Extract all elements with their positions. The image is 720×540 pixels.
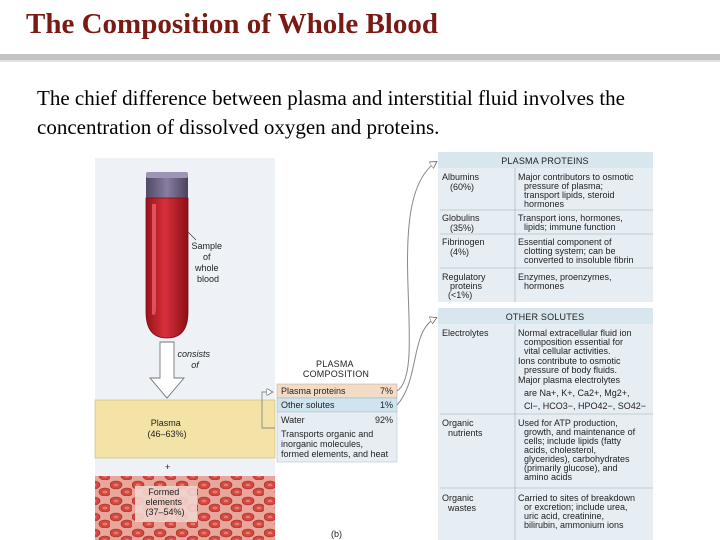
organic-nutrients-desc: Used for ATP production, growth, and mai… [518,418,638,482]
consists-label: consists of [177,349,212,370]
albumins-name: Albumins (60%) [442,172,482,192]
organic-nutrients-name: Organic nutrients [442,418,483,438]
row-other-solutes-label: Other solutes [281,400,335,410]
consists-arrow [149,341,185,399]
electrolytes-name: Electrolytes [442,328,489,338]
figure-label: (b) [331,529,342,539]
title-divider [0,54,720,60]
plasma-box [94,399,276,459]
row-plasma-proteins-value: 7% [380,386,393,396]
proteins-arrow [396,162,436,392]
regulatory-name: Regulatory proteins (<1%) [442,272,488,300]
plasma-label: Plasma (46–63%) [147,418,186,439]
test-tube [145,172,189,339]
row-water [276,411,398,463]
plasma-proteins-header: PLASMA PROTEINS [501,156,589,166]
tube-cap [146,172,188,200]
other-solutes-panel: OTHER SOLUTES Electrolytes Normal extrac… [438,308,653,540]
body-text: The chief difference between plasma and … [37,86,625,139]
globulins-name: Globulins (35%) [442,213,482,233]
formed-label: Formed elements (37–54%) [145,487,184,517]
tube-panel-right-strip [275,158,435,354]
plasma-to-composition-arrow [261,392,275,429]
row-water-value: 92% [375,415,393,425]
globulins-desc: Transport ions, hormones, lipids; immune… [518,213,625,232]
row-plasma-proteins-label: Plasma proteins [281,386,346,396]
plasma-composition-table: PLASMA COMPOSITION Plasma proteins 7% Ot… [276,359,398,463]
organic-wastes-name: Organic wastes [442,493,477,513]
other-solutes-header: OTHER SOLUTES [506,312,585,322]
slide-title: The Composition of Whole Blood [26,8,438,40]
regulatory-desc: Enzymes, proenzymes, hormones [518,272,614,291]
sample-label: Sample of whole blood [191,241,224,284]
row-other-solutes-value: 1% [380,400,393,410]
albumins-desc: Major contributors to osmotic pressure o… [518,172,636,209]
plus-sign: + [165,462,170,472]
tube-glass [145,197,189,339]
plasma-proteins-panel: PLASMA PROTEINS Albumins (60%) Major con… [438,152,653,302]
fibrinogen-desc: Essential component of clotting system; … [518,237,634,265]
plasma-composition-header: PLASMA COMPOSITION [303,359,369,379]
title-divider-shadow [0,60,720,62]
water-note: Transports organic and inorganic molecul… [281,429,389,459]
sample-pointer [187,231,197,241]
fibrinogen-name: Fibrinogen (4%) [442,237,487,257]
electrolytes-desc: Normal extracellular fluid ion compositi… [518,328,646,411]
solutes-arrow [396,318,436,406]
organic-wastes-desc: Carried to sites of breakdown or excreti… [518,493,638,530]
row-water-label: Water [281,415,305,425]
